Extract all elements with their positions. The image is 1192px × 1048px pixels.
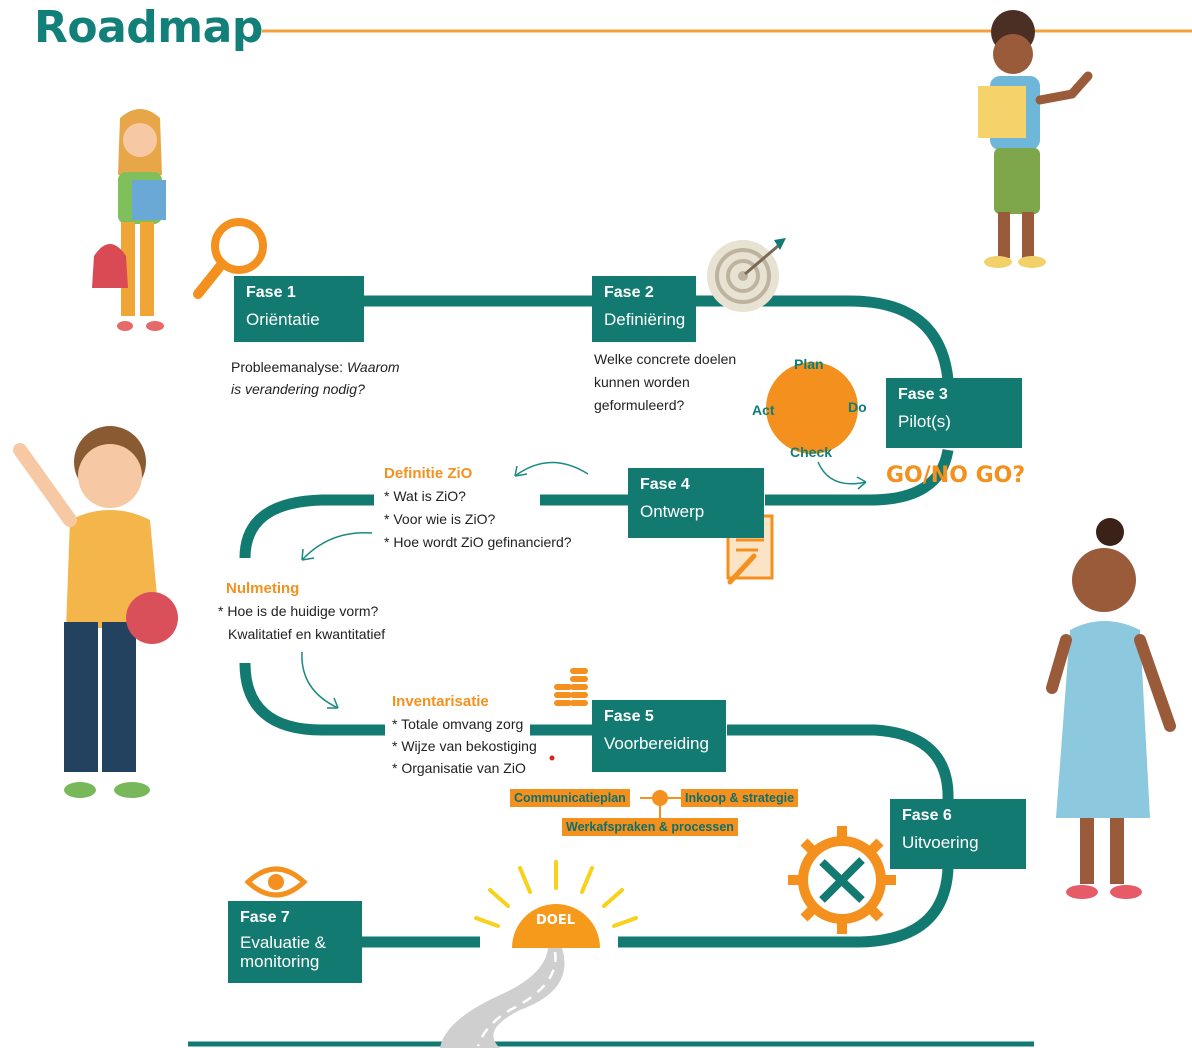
- phase-title: Fase 5: [604, 708, 654, 725]
- tag-inkoop-strategie: Inkoop & strategie: [681, 789, 799, 807]
- red-dot: [549, 755, 555, 761]
- phase-name-line2: monitoring: [240, 952, 320, 971]
- girl-illustration-left: [92, 109, 166, 331]
- phase-name: Oriëntatie: [246, 310, 320, 329]
- definitie-item: * Wat is ZiO?: [384, 488, 466, 504]
- eye-icon: [244, 866, 308, 898]
- pdca-do: Do: [848, 399, 867, 415]
- fase2-note-line: geformuleerd?: [594, 397, 685, 413]
- road: [440, 948, 565, 1048]
- nulmeting-item: Kwalitatief en kwantitatief: [228, 626, 386, 642]
- fase2-note-line: Welke concrete doelen: [594, 351, 737, 367]
- pdca-check: Check: [790, 444, 833, 460]
- target-icon: [707, 238, 786, 312]
- phase-box-1: Fase 1 Oriëntatie: [234, 276, 364, 342]
- coins-icon: [554, 668, 588, 706]
- phase-box-6: Fase 6 Uitvoering: [890, 799, 1026, 869]
- phase-title: Fase 4: [640, 476, 690, 493]
- phase-name: Pilot(s): [898, 412, 951, 431]
- boy-with-ball-illustration: [13, 426, 178, 798]
- phase-name: Definiëring: [604, 310, 686, 329]
- fase2-note-line: kunnen worden: [594, 374, 690, 390]
- phase-name: Evaluatie &: [240, 933, 326, 952]
- phase-box-5: Fase 5 Voorbereiding: [592, 700, 726, 772]
- nulmeting-heading: Nulmeting: [226, 580, 300, 597]
- fase1-note-italic1: Waarom: [346, 359, 400, 375]
- boy-illustration-right: [978, 10, 1093, 268]
- phase-title: Fase 2: [604, 284, 654, 301]
- phase-box-3: Fase 3 Pilot(s): [886, 378, 1022, 448]
- fase2-note: Welke concrete doelen kunnen worden gefo…: [594, 348, 736, 417]
- girl-illustration-right: [1046, 518, 1176, 899]
- inventarisatie-heading: Inventarisatie: [392, 693, 489, 710]
- inventarisatie-item: * Organisatie van ZiO: [392, 760, 526, 776]
- phase-name: Ontwerp: [640, 502, 705, 521]
- phase-title: Fase 6: [902, 807, 952, 824]
- tag-communicatieplan: Communicatieplan: [510, 789, 630, 807]
- phase-box-4: Fase 4 Ontwerp: [628, 468, 764, 538]
- magnifier-icon: [193, 218, 267, 299]
- definitie-heading: Definitie ZiO: [384, 465, 473, 482]
- pdca-plan: Plan: [794, 356, 824, 372]
- doel-label: DOEL: [536, 913, 576, 928]
- fase1-note-italic2: is verandering nodig?: [231, 381, 365, 397]
- go-no-go-label: GO/NO GO?: [886, 463, 1026, 488]
- phase-box-2: Fase 2 Definiëring: [592, 276, 696, 342]
- pdca-circle: [766, 362, 858, 454]
- tag-werkafspraken: Werkafspraken & processen: [562, 818, 738, 836]
- pdca-act: Act: [752, 402, 775, 418]
- tag-hub: [652, 790, 668, 806]
- definitie-item: * Voor wie is ZiO?: [384, 511, 496, 527]
- inventarisatie-item: * Wijze van bekostiging: [392, 738, 537, 754]
- phase-title: Fase 3: [898, 386, 948, 403]
- phase-title: Fase 7: [240, 909, 290, 926]
- inventarisatie-item: * Totale omvang zorg: [392, 716, 524, 732]
- nulmeting-item: * Hoe is de huidige vorm?: [218, 603, 379, 619]
- phase-box-7: Fase 7 Evaluatie & monitoring: [228, 901, 362, 983]
- inventarisatie-block: Inventarisatie * Totale omvang zorg * Wi…: [392, 690, 537, 779]
- fase1-note-prefix: Probleemanalyse:: [231, 359, 347, 375]
- phase-name: Voorbereiding: [604, 734, 709, 753]
- definitie-block: Definitie ZiO * Wat is ZiO? * Voor wie i…: [384, 462, 572, 554]
- sun-icon: [474, 860, 638, 948]
- gear-tools-icon: [788, 826, 896, 934]
- fase1-note: Probleemanalyse: Waarom is verandering n…: [231, 356, 400, 400]
- definitie-item: * Hoe wordt ZiO gefinancierd?: [384, 534, 572, 550]
- phase-name: Uitvoering: [902, 833, 979, 852]
- road-marking: [476, 951, 557, 1047]
- winding-path: [239, 295, 954, 948]
- flow-arrows: [301, 461, 867, 709]
- phase-title: Fase 1: [246, 284, 296, 301]
- page-title: Roadmap: [34, 2, 263, 53]
- nulmeting-block: Nulmeting * Hoe is de huidige vorm? Kwal…: [218, 577, 385, 646]
